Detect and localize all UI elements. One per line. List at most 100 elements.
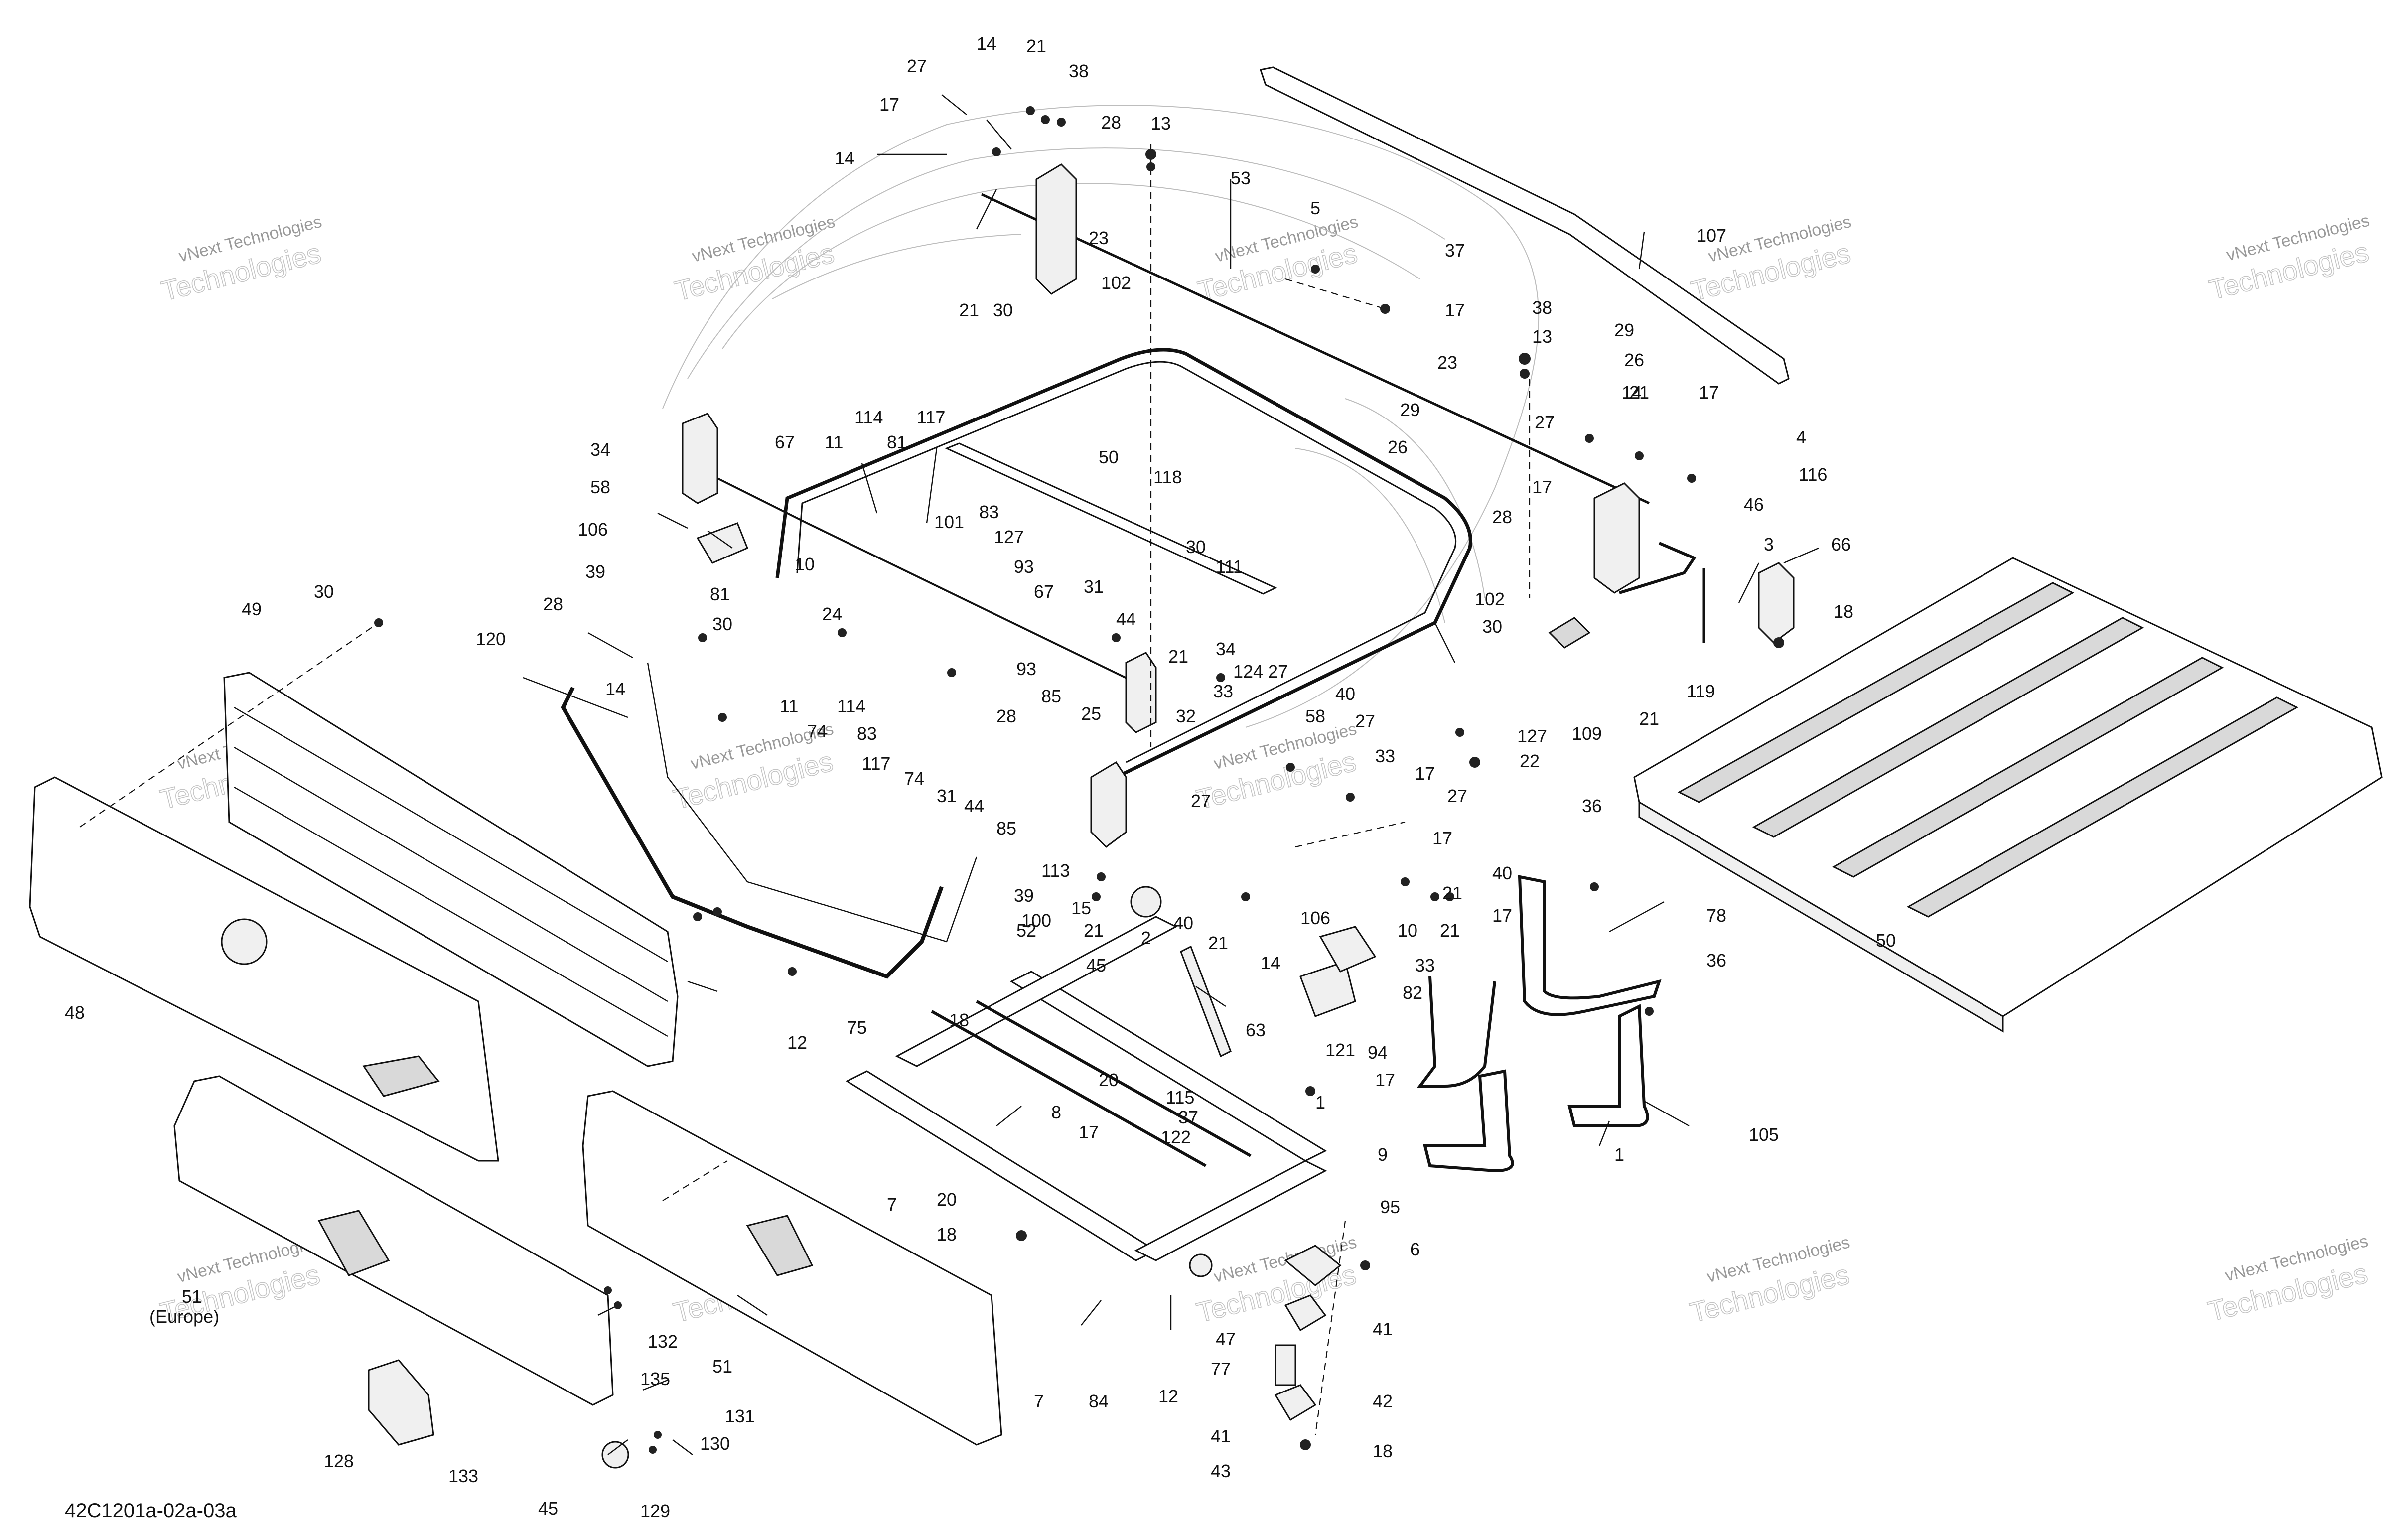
callout-27: 27 bbox=[1535, 412, 1555, 432]
fastener bbox=[947, 668, 956, 677]
fastener bbox=[1645, 1007, 1654, 1016]
callout-102: 102 bbox=[1101, 273, 1131, 293]
callout-18: 18 bbox=[949, 1010, 969, 1030]
callout-41: 41 bbox=[1211, 1426, 1231, 1446]
callout-40: 40 bbox=[1173, 913, 1193, 933]
callout-84: 84 bbox=[1089, 1391, 1109, 1411]
callout-17: 17 bbox=[1699, 382, 1719, 403]
leader-line bbox=[861, 463, 878, 514]
callout-101: 101 bbox=[934, 512, 964, 532]
callout-13: 13 bbox=[1532, 326, 1552, 347]
callout-124: 124 bbox=[1233, 661, 1263, 682]
callout-44: 44 bbox=[1116, 609, 1136, 629]
part-50-bed-slat bbox=[1832, 657, 2224, 878]
fastener bbox=[1585, 434, 1594, 443]
fastener bbox=[1145, 149, 1156, 160]
callout-30: 30 bbox=[314, 581, 334, 602]
fastener bbox=[1041, 115, 1050, 124]
fastener bbox=[788, 967, 797, 976]
part-48-logo-plate bbox=[362, 1055, 440, 1097]
callout-21: 21 bbox=[1442, 883, 1462, 903]
callout-74: 74 bbox=[904, 768, 924, 789]
fastener bbox=[1057, 118, 1066, 127]
callout-111: 111 bbox=[1216, 557, 1243, 577]
fastener bbox=[1241, 892, 1250, 901]
callout-21: 21 bbox=[1629, 382, 1649, 403]
callout-14: 14 bbox=[605, 679, 625, 699]
callout-33: 33 bbox=[1375, 746, 1395, 766]
callout-131: 131 bbox=[725, 1406, 755, 1426]
diagram-code: 42C1201a-02a-03a bbox=[65, 1500, 237, 1522]
part-latch-lower-left bbox=[1090, 761, 1127, 848]
part-63-strut bbox=[1180, 945, 1232, 1058]
part-cable bbox=[707, 472, 1146, 689]
callout-106: 106 bbox=[578, 519, 608, 540]
callout-33: 33 bbox=[1213, 681, 1233, 701]
callout-41: 41 bbox=[1373, 1319, 1393, 1339]
callout-81: 81 bbox=[887, 432, 907, 452]
callout-europe-note: (Europe) bbox=[149, 1306, 219, 1327]
callout-93: 93 bbox=[1016, 659, 1036, 679]
alignment-line bbox=[662, 1160, 728, 1201]
callout-85: 85 bbox=[1041, 686, 1061, 706]
fastener bbox=[1346, 793, 1355, 802]
callout-3: 3 bbox=[1764, 534, 1774, 555]
part-42-spacer bbox=[1275, 1344, 1296, 1386]
fastener bbox=[1216, 673, 1225, 682]
callout-81: 81 bbox=[710, 584, 730, 604]
part-34-latch bbox=[682, 413, 718, 504]
callout-93: 93 bbox=[1014, 557, 1034, 577]
fastener bbox=[1300, 1439, 1311, 1450]
callout-36: 36 bbox=[1582, 796, 1602, 816]
callout-27: 27 bbox=[1268, 661, 1288, 682]
callout-23: 23 bbox=[1437, 352, 1457, 373]
part-78-handle bbox=[1518, 875, 1662, 1016]
callout-31: 31 bbox=[1084, 576, 1104, 597]
fastener bbox=[992, 147, 1001, 156]
part-linkage-rod bbox=[981, 193, 1650, 505]
fastener bbox=[1445, 892, 1454, 901]
fastener bbox=[654, 1431, 662, 1439]
leader-line bbox=[1638, 231, 1645, 270]
callout-34: 34 bbox=[1216, 639, 1236, 659]
part-52-panel bbox=[647, 662, 978, 943]
alignment-line bbox=[79, 622, 379, 828]
callout-118: 118 bbox=[1153, 467, 1182, 487]
callout-117: 117 bbox=[917, 407, 945, 427]
callout-39: 39 bbox=[1014, 885, 1034, 906]
callout-117: 117 bbox=[862, 753, 890, 774]
callout-75: 75 bbox=[847, 1017, 867, 1038]
callout-46: 46 bbox=[1744, 494, 1764, 515]
callout-127: 127 bbox=[1517, 726, 1547, 746]
callout-21: 21 bbox=[1026, 36, 1046, 56]
fastener bbox=[604, 1286, 612, 1294]
part-frame-crossmember bbox=[895, 916, 1178, 1067]
callout-14: 14 bbox=[977, 33, 996, 54]
callout-20: 20 bbox=[1099, 1070, 1119, 1090]
leader-line bbox=[1434, 622, 1456, 663]
callout-25: 25 bbox=[1081, 703, 1101, 724]
callout-31: 31 bbox=[937, 786, 957, 806]
fastener bbox=[1519, 353, 1531, 365]
leader-line bbox=[737, 1295, 768, 1316]
callout-52: 52 bbox=[1016, 920, 1036, 941]
fastener bbox=[1016, 1230, 1027, 1241]
callout-21: 21 bbox=[1440, 920, 1460, 941]
callout-102: 102 bbox=[1475, 589, 1505, 609]
part-47-bumper bbox=[1189, 1253, 1213, 1277]
callout-27: 27 bbox=[1191, 791, 1211, 811]
callout-13: 13 bbox=[1151, 113, 1171, 134]
part-50-bed-floor-edge bbox=[1638, 801, 2004, 1033]
callout-66: 66 bbox=[1831, 534, 1851, 555]
fastener bbox=[1112, 633, 1121, 642]
callout-133: 133 bbox=[448, 1466, 478, 1486]
fastener bbox=[649, 1446, 657, 1454]
callout-82: 82 bbox=[1403, 982, 1422, 1003]
callout-67: 67 bbox=[1034, 581, 1054, 602]
callout-33: 33 bbox=[1415, 955, 1435, 975]
callout-29: 29 bbox=[1400, 400, 1420, 420]
callout-83: 83 bbox=[857, 723, 877, 744]
part-8-tube bbox=[931, 1010, 1207, 1167]
alignment-line bbox=[1314, 1220, 1346, 1435]
callout-21: 21 bbox=[1208, 933, 1228, 953]
